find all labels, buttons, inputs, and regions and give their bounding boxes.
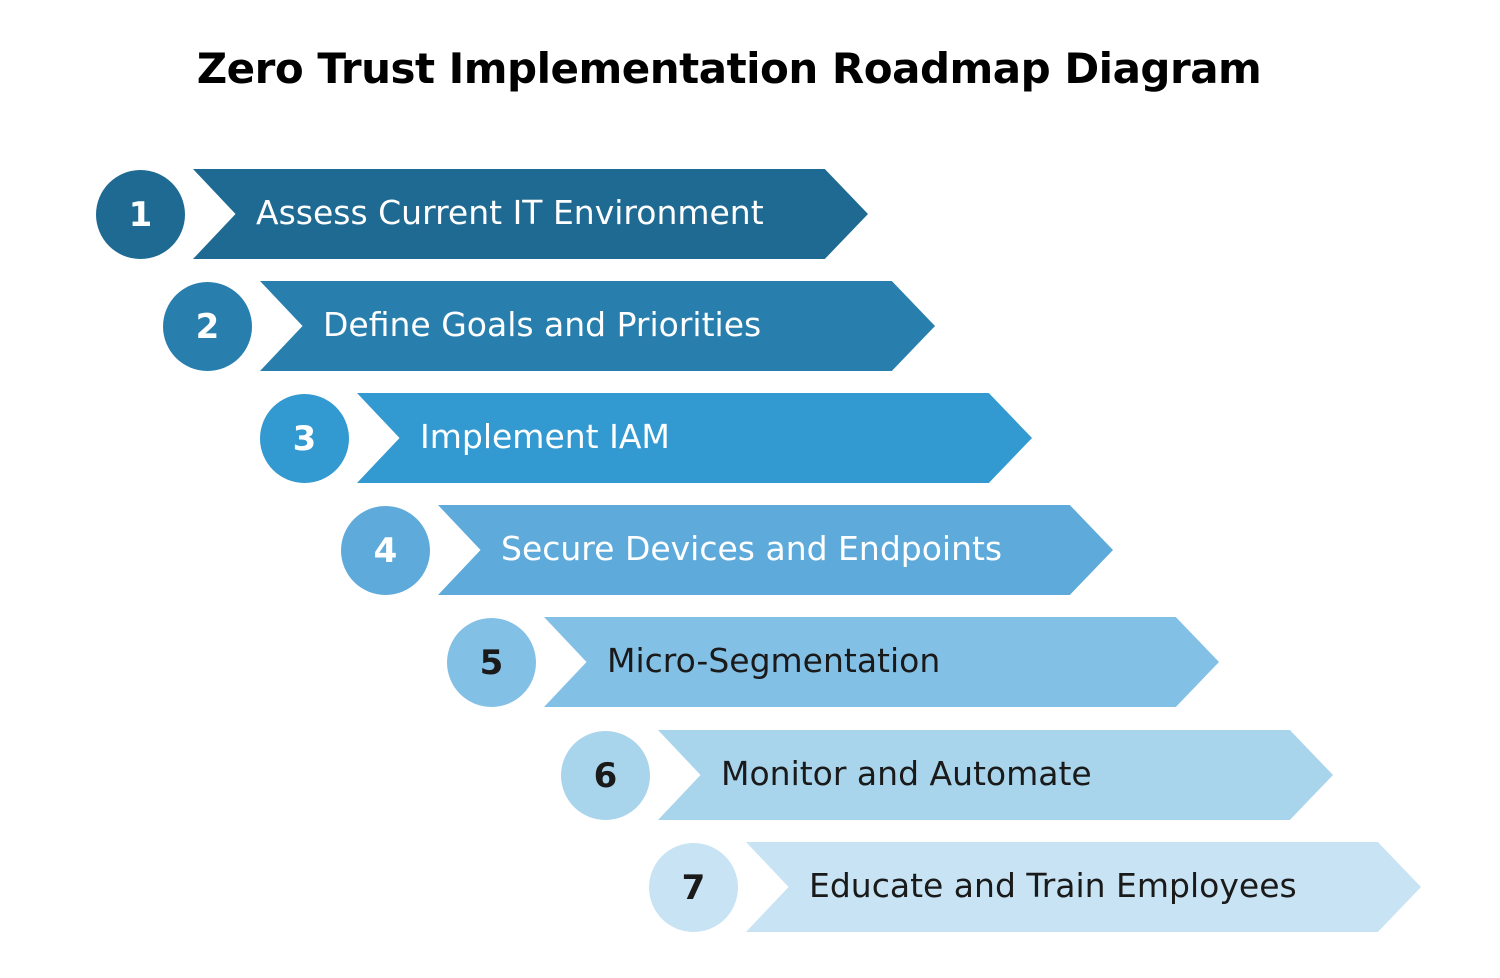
step-number-badge: 7	[649, 843, 738, 932]
step-label: Define Goals and Priorities	[323, 305, 762, 344]
step-number-badge: 4	[341, 506, 430, 595]
step-arrow-shape	[260, 281, 935, 371]
step-arrow-shape	[193, 169, 868, 259]
step-arrow-shape	[746, 842, 1421, 932]
step-label: Micro-Segmentation	[607, 641, 941, 680]
step-label: Secure Devices and Endpoints	[501, 529, 1003, 568]
step-label: Implement IAM	[420, 417, 670, 456]
step-arrow-shape	[357, 393, 1032, 483]
step-arrow-shape	[658, 730, 1333, 820]
step-number-badge: 3	[260, 394, 349, 483]
step-label: Monitor and Automate	[721, 754, 1092, 793]
step-number-badge: 6	[561, 731, 650, 820]
step-label: Educate and Train Employees	[809, 866, 1297, 905]
step-arrow-shape	[438, 505, 1113, 595]
diagram-title: Zero Trust Implementation Roadmap Diagra…	[196, 44, 1262, 93]
step-arrow-shape	[544, 617, 1219, 707]
step-number-badge: 2	[163, 282, 252, 371]
step-label: Assess Current IT Environment	[256, 193, 764, 232]
step-number-badge: 1	[96, 170, 185, 259]
step-number-badge: 5	[447, 618, 536, 707]
